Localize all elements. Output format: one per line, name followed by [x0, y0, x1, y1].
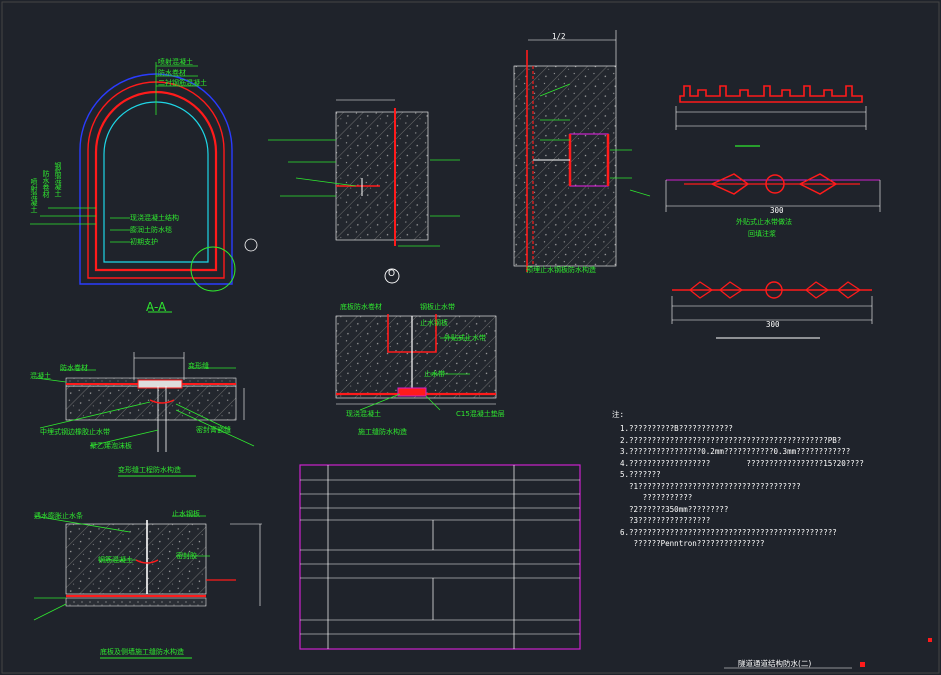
floor-joint-title: 底板及侧墙施工缝防水构造: [100, 648, 184, 656]
note-line: 6.??????????????????????????????????????…: [620, 527, 837, 537]
steel-plate-title: 预埋止水钢板防水构造: [526, 266, 596, 274]
stop-plate-title: 外贴式止水带做法: [736, 218, 792, 226]
joint-top-1: 防水卷材: [60, 364, 88, 372]
tunnel-inner-1: 现浇混凝土结构: [130, 214, 179, 222]
note-line: ??????Penntron???????????????: [620, 539, 765, 548]
tunnel-layer-3: 二衬钢筋混凝土: [158, 79, 207, 87]
note-line: ???????????: [620, 493, 693, 502]
wall-label-4: 密封胶: [176, 552, 197, 560]
mid-label-1: 止水带: [424, 370, 445, 378]
joint-bottom-2: 聚乙烯泡沫板: [90, 442, 132, 450]
dim-1: 1/2: [552, 32, 566, 41]
wall-label-2: 止水钢板: [172, 510, 200, 518]
wall-label-3: 钢筋混凝土: [98, 556, 133, 564]
note-line: ?2??????350mm?????????: [620, 504, 729, 514]
stop-plate-subtitle: 回填注浆: [748, 230, 776, 238]
drawing-title: 隧道通道结构防水(二): [738, 659, 812, 668]
joint-bottom-3: 密封膏嵌缝: [196, 426, 231, 434]
wall-joint-title: 施工缝防水构造: [358, 428, 407, 436]
joint-left-1: 混凝土: [30, 372, 51, 380]
floor-detail: [335, 314, 497, 411]
note-line: ?3????????????????: [620, 516, 711, 525]
tunnel-layer-1: 喷射混凝土: [158, 58, 193, 66]
notes-heading: 注:: [612, 410, 625, 419]
steel-plate-detail: [513, 30, 651, 272]
dim-2: 300: [770, 206, 784, 215]
material-table: [299, 464, 581, 650]
tunnel-inner-2: 膨润土防水毯: [130, 226, 172, 234]
tunnel-section: [30, 62, 258, 313]
floor-label-1: 底板防水卷材: [340, 303, 382, 311]
note-line: 1.??????????B????????????: [620, 424, 733, 433]
floor-label-4: 止水钢板: [420, 319, 448, 327]
note-line: 5.???????: [620, 470, 661, 479]
note-line: ?1????????????????????????????????????: [620, 481, 801, 491]
tunnel-side-2: 防水卷材: [42, 170, 50, 198]
dim-3: 300: [766, 320, 780, 329]
tunnel-side-1: 喷射混凝土: [30, 178, 38, 213]
waterstop-profiles: [665, 85, 881, 339]
joint-bottom-1: 中埋式钢边橡胶止水带: [40, 428, 110, 436]
note-line: 4.?????????????????? ?????????????????15…: [620, 458, 864, 468]
wall-label-1: 遇水膨胀止水条: [34, 512, 83, 520]
floor-wall-joint-detail: [33, 515, 262, 659]
floor-label-2: 钢板止水带: [420, 303, 455, 311]
joint-top-2: 变形缝: [188, 362, 209, 370]
tunnel-inner-3: 初期支护: [130, 238, 158, 246]
floor-label-3: 外贴式止水带: [444, 334, 486, 342]
note-line: 2.??????????????????????????????????????…: [620, 435, 842, 445]
note-line: 3.????????????????0.2mm???????????0.3mm?…: [620, 447, 851, 456]
floor-bottom-2: C15混凝土垫层: [456, 410, 505, 418]
circle-label: O: [388, 269, 396, 279]
construction-joint-detail: [35, 352, 255, 477]
floor-bottom-1: 现浇混凝土: [346, 410, 381, 418]
construction-joint-title: 变形缝工程防水构造: [118, 466, 181, 474]
section-label: A-A: [146, 300, 167, 314]
wall-detail: [268, 99, 460, 284]
tunnel-side-3: 钢筋混凝土: [54, 162, 62, 197]
tunnel-layer-2: 防水卷材: [158, 69, 186, 77]
